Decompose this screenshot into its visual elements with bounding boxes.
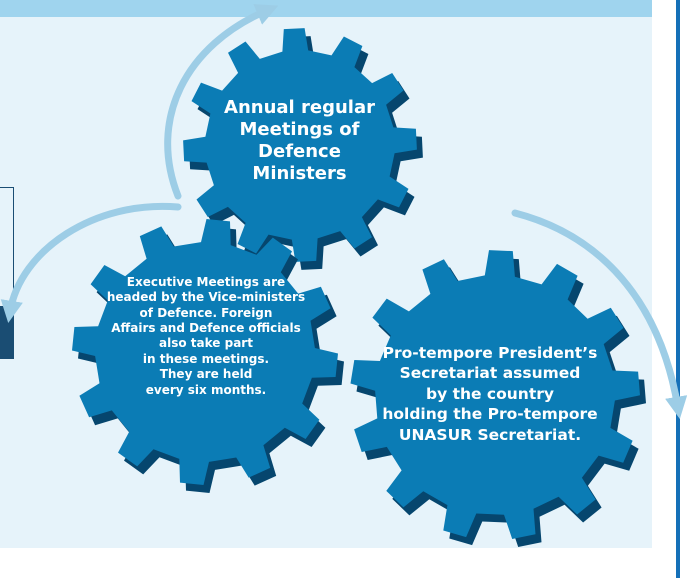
gear-ministers-face (183, 28, 417, 262)
gear-ministers (183, 28, 423, 270)
arrow-executive-to-ministers (164, 4, 279, 200)
top-band (0, 0, 652, 17)
node-ministers-label: Annual regular Meetings of Defence Minis… (224, 97, 375, 184)
gear-secretariat (350, 250, 646, 547)
arrows-layer (0, 4, 688, 420)
right-frame-border (676, 0, 692, 578)
arrow-left-loop (0, 202, 182, 324)
gear-secretariat-face (350, 250, 640, 539)
gears-layer (72, 28, 646, 547)
gear-executive (72, 219, 344, 493)
gear-executive-face (72, 219, 338, 485)
arrow-ministers-to-secretariat (511, 209, 688, 420)
node-secretariat-label: Pro-tempore President’s Secretariat assu… (382, 344, 598, 444)
node-executive-label: Executive Meetings are headed by the Vic… (106, 275, 306, 397)
